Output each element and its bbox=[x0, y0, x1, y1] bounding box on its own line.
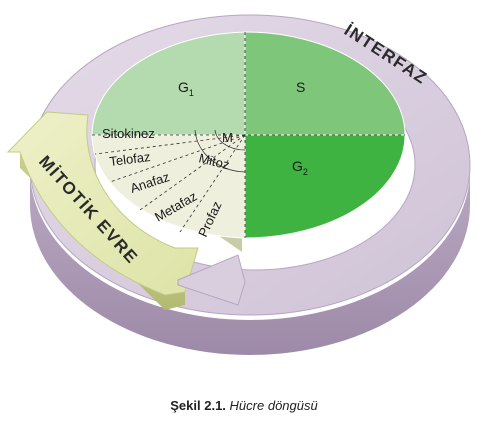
mitoz-label: Mitoz bbox=[197, 150, 231, 172]
figure-caption: Şekil 2.1. Hücre döngüsü bbox=[0, 398, 488, 413]
g1-label: G1 bbox=[178, 79, 194, 98]
interphase-arrowhead bbox=[177, 254, 246, 306]
mitotic-arrow bbox=[6, 111, 199, 296]
m-arc bbox=[214, 129, 246, 151]
caption-label: Şekil 2.1. bbox=[170, 398, 226, 413]
g2-label: G2 bbox=[292, 158, 308, 177]
mitotic-sector bbox=[91, 134, 246, 239]
g2-sector bbox=[244, 134, 406, 239]
m-label: M bbox=[222, 130, 233, 145]
phase-dividers bbox=[92, 32, 405, 238]
mitosis-arc bbox=[194, 129, 246, 173]
g1-sector bbox=[91, 31, 246, 136]
caption-text: Hücre döngüsü bbox=[229, 398, 318, 413]
interphase-ring-side bbox=[30, 170, 470, 355]
telofaz-label: Telofaz bbox=[109, 149, 152, 169]
s-sector bbox=[244, 31, 406, 136]
sitokinez-label: Sitokinez bbox=[102, 126, 155, 141]
s-label: S bbox=[296, 79, 305, 95]
